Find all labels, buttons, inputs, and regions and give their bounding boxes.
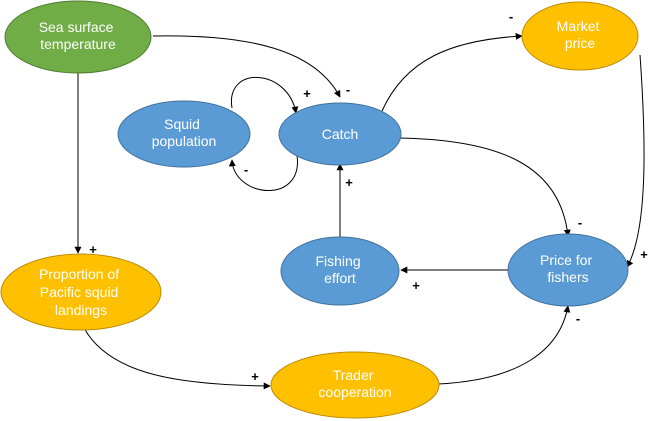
edge-sign-catch-to-pff: - — [578, 215, 582, 230]
node-squid-population: Squid population — [117, 100, 251, 168]
node-trader-cooperation: Trader cooperation — [270, 351, 440, 419]
node-label-line: Pacific squid — [40, 284, 119, 300]
node-shape-sea-surface-temperature — [4, 0, 152, 74]
node-label-proportion-pacific-squid-landings: Proportion of Pacific squid landings — [39, 266, 123, 318]
edge-sign-proportion-to-trader: + — [251, 369, 259, 384]
node-proportion-pacific-squid-landings: Proportion of Pacific squid landings — [0, 253, 162, 331]
edge-catch-to-pff — [399, 137, 571, 237]
node-label-line: Catch — [322, 126, 359, 142]
edge-sst-to-catch — [152, 35, 341, 98]
node-shape-trader-cooperation — [270, 351, 440, 419]
edge-proportion-to-trader — [83, 327, 271, 390]
node-label-line: effort — [324, 270, 356, 286]
edge-catch-to-squid — [228, 154, 298, 191]
node-shape-squid-population — [117, 100, 251, 168]
node-label-squid-population: Squid population — [152, 116, 217, 149]
edge-sign-trader-to-pff: - — [576, 311, 580, 326]
node-market-price: Market price — [521, 1, 639, 71]
edge-sign-pff-to-effort: + — [412, 278, 420, 293]
edge-squid-to-catch — [231, 76, 299, 114]
node-label-line: Proportion of — [39, 266, 119, 282]
node-catch: Catch — [278, 102, 402, 166]
edge-sign-squid-to-catch: + — [303, 86, 311, 101]
edge-sign-catch-to-market: - — [509, 9, 513, 24]
node-label-line: temperature — [40, 36, 116, 52]
edge-sign-sst-to-proportion: + — [89, 242, 97, 257]
edge-sign-sst-to-catch: - — [346, 82, 350, 97]
node-shape-proportion-pacific-squid-landings — [0, 253, 162, 331]
node-label-trader-cooperation: Trader cooperation — [318, 367, 391, 400]
node-label-line: population — [152, 133, 217, 149]
node-label-price-for-fishers: Price for fishers — [540, 252, 596, 285]
edge-sign-market-to-pff: + — [640, 247, 648, 262]
node-shape-fishing-effort — [280, 236, 400, 306]
node-price-for-fishers: Price for fishers — [507, 233, 629, 307]
node-label-line: landings — [55, 302, 107, 318]
node-label-line: price — [565, 35, 596, 51]
edge-catch-to-market — [381, 32, 523, 112]
node-label-fishing-effort: Fishing effort — [315, 253, 364, 286]
node-fishing-effort: Fishing effort — [280, 236, 400, 306]
node-label-line: Market — [557, 18, 600, 34]
node-label-line: Trader — [333, 367, 374, 383]
nodes: Sea surface temperature Market price Squ… — [0, 0, 639, 419]
edge-sign-catch-to-squid: - — [244, 162, 248, 177]
node-label-sea-surface-temperature: Sea surface temperature — [39, 19, 118, 52]
node-label-line: Sea surface — [39, 19, 114, 35]
node-sea-surface-temperature: Sea surface temperature — [4, 0, 152, 74]
node-label-line: fishers — [547, 269, 588, 285]
edge-trader-to-pff — [437, 305, 571, 385]
node-label-line: Fishing — [315, 253, 360, 269]
node-shape-catch — [278, 102, 402, 166]
node-label-line: Squid — [164, 116, 200, 132]
edge-market-to-pff — [626, 54, 645, 268]
node-label-line: cooperation — [318, 384, 391, 400]
node-shape-market-price — [521, 1, 639, 71]
node-label-market-price: Market price — [557, 18, 604, 51]
node-label-catch: Catch — [322, 126, 359, 142]
edges: - + + - - - + + + + - — [74, 9, 648, 390]
edge-sign-effort-to-catch: + — [345, 175, 353, 190]
node-shape-price-for-fishers — [507, 233, 629, 307]
node-label-line: Price for — [540, 252, 592, 268]
